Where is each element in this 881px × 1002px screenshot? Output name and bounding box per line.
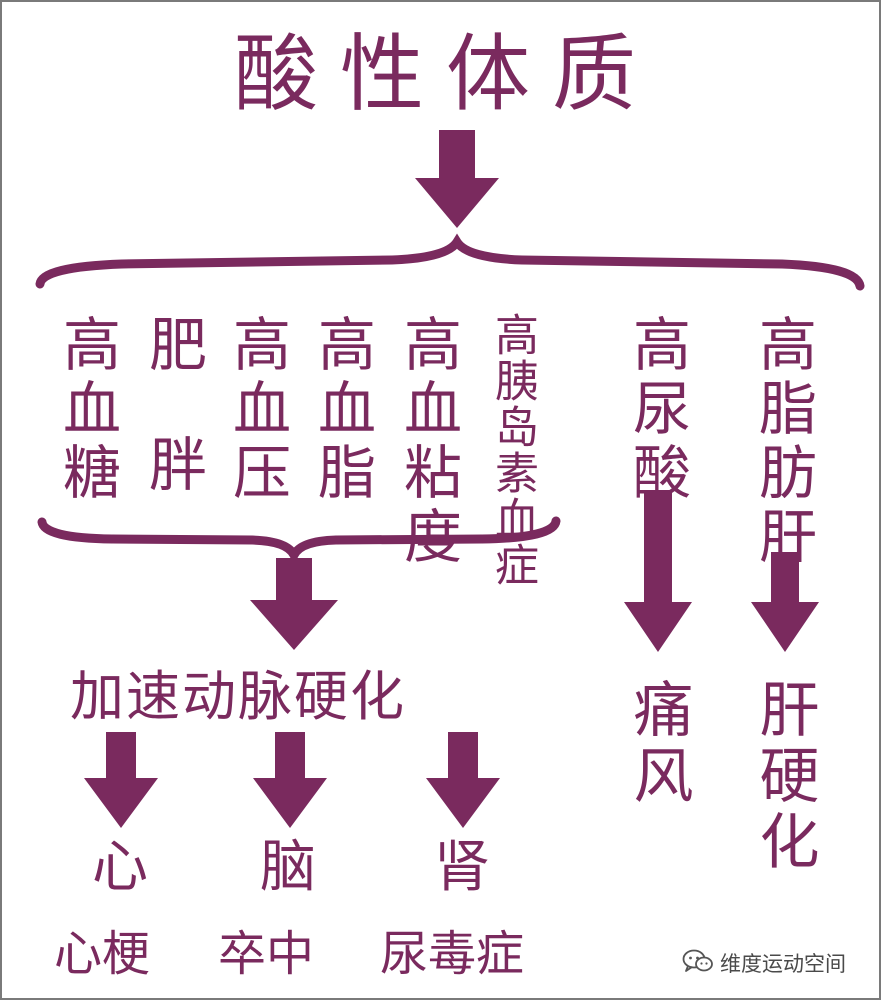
condition-high-blood-lipids: 高血脂 — [308, 314, 376, 506]
result-cirrhosis: 肝硬化 — [749, 678, 819, 876]
condition-high-blood-sugar: 高血糖 — [53, 314, 121, 506]
arrow-uric-to-gout — [624, 490, 692, 652]
diagram-title: 酸性体质 — [234, 25, 659, 123]
disease-myocardial-infarction: 心梗 — [54, 926, 151, 982]
arrow-fatty-liver-to-cirrhosis — [751, 552, 819, 652]
condition-high-blood-viscosity: 高血粘度 — [394, 314, 462, 570]
lower-brace — [37, 516, 561, 566]
arrow-to-brain — [253, 732, 327, 828]
organ-heart: 心 — [92, 835, 148, 900]
condition-high-uric-acid: 高尿酸 — [623, 314, 691, 506]
result-gout: 痛风 — [623, 678, 693, 810]
condition-high-blood-pressure: 高血压 — [223, 314, 291, 506]
arrow-title-down — [415, 130, 499, 228]
watermark-text: 维度运动空间 — [720, 952, 846, 976]
disease-stroke: 卒中 — [218, 926, 315, 982]
organ-kidney: 肾 — [434, 835, 490, 900]
condition-hyperinsulinemia: 高胰岛素血症 — [487, 312, 538, 588]
mid-result-arteriosclerosis: 加速动脉硬化 — [70, 665, 406, 728]
wechat-icon — [682, 949, 713, 972]
arrow-to-heart — [84, 732, 158, 828]
top-brace — [35, 233, 865, 291]
disease-uremia: 尿毒症 — [380, 926, 525, 982]
organ-brain: 脑 — [260, 835, 316, 900]
condition-fatty-liver: 高脂肪肝 — [749, 314, 817, 570]
arrow-to-mid — [250, 558, 338, 650]
condition-obesity: 肥胖 — [139, 314, 207, 554]
arrow-to-kidney — [426, 732, 500, 828]
